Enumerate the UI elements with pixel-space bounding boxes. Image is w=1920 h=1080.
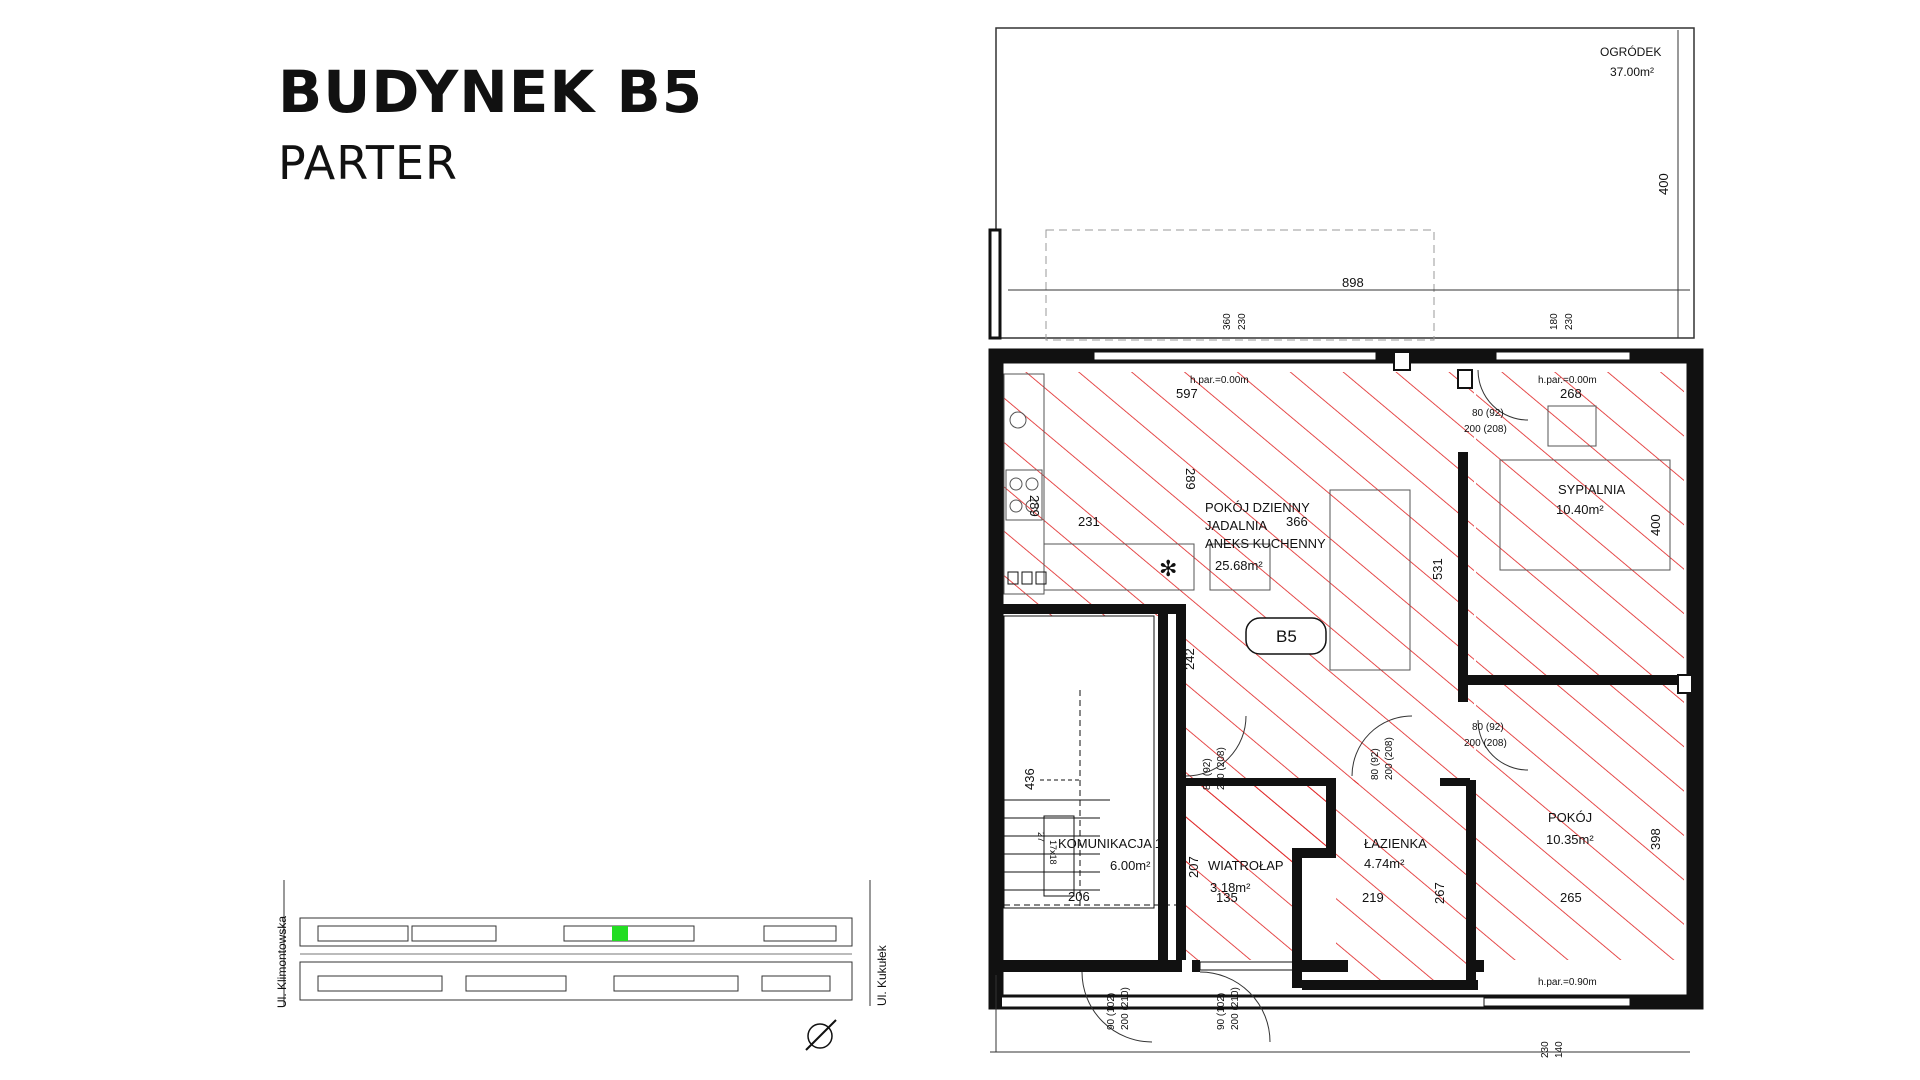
- garden-area: 37.00m²: [1610, 65, 1654, 79]
- dim-garden-depth: 400: [1656, 173, 1671, 195]
- bedroom-area: 10.40m²: [1556, 502, 1604, 517]
- dim-top-1: 360: [1222, 313, 1233, 330]
- door-4a: 80 (92): [1370, 748, 1381, 780]
- asterisk-icon: ✻: [1159, 556, 1177, 581]
- dim-531: 531: [1430, 558, 1445, 580]
- dim-436: 436: [1022, 768, 1037, 790]
- compass-icon: [807, 1023, 833, 1049]
- dim-135: 135: [1216, 890, 1238, 905]
- dimension-labels: 597 268 289 289 231 366 531 400 242 436 …: [1022, 386, 1663, 1058]
- stair-label-2: 27: [1036, 832, 1046, 842]
- dim-231: 231: [1078, 514, 1100, 529]
- bedroom-name: SYPIALNIA: [1558, 482, 1626, 497]
- dim-398: 398: [1648, 828, 1663, 850]
- building-highlight: [612, 926, 628, 941]
- vestibule-area: 3.18m²: [1210, 880, 1251, 895]
- wall-fills: [990, 350, 1702, 1008]
- ext-door-2b: 200 (210): [1230, 987, 1241, 1030]
- dim-267: 267: [1432, 882, 1447, 904]
- door-3a: 80 (92): [1202, 758, 1213, 790]
- living-area: 25.68m²: [1215, 558, 1263, 573]
- room-labels: POKÓJ DZIENNY JADALNIA ANEKS KUCHENNY 25…: [1058, 482, 1626, 895]
- dim-bot-2: 140: [1554, 1041, 1565, 1058]
- bathroom-name: ŁAZIENKA: [1364, 836, 1427, 851]
- ext-door-1a: 90 (102): [1106, 993, 1117, 1030]
- door-3b: 200 (208): [1216, 747, 1227, 790]
- street-left: Ul. Klimontowska: [275, 916, 289, 1008]
- room-name: POKÓJ: [1548, 810, 1592, 825]
- level-1: h.par.=0.00m: [1190, 375, 1249, 386]
- dim-400: 400: [1648, 514, 1663, 536]
- living-name-2: JADALNIA: [1205, 518, 1267, 533]
- ext-door-2a: 90 (102): [1216, 993, 1227, 1030]
- hatched-usable-area: [1004, 372, 1684, 990]
- dim-207: 207: [1186, 856, 1201, 878]
- dim-265: 265: [1560, 890, 1582, 905]
- garden-name: OGRÓDEK: [1600, 44, 1661, 59]
- garden: [988, 27, 1695, 341]
- room-area: 10.35m²: [1546, 832, 1594, 847]
- dim-206: 206: [1068, 889, 1090, 904]
- level-2: h.par.=0.00m: [1538, 375, 1597, 386]
- door-4b: 200 (208): [1384, 737, 1395, 780]
- unit-label-box: [1245, 617, 1327, 655]
- dim-garden-width: 898: [1342, 275, 1364, 290]
- stairs-area: 6.00m²: [1110, 858, 1151, 873]
- living-name-1: POKÓJ DZIENNY: [1205, 500, 1310, 515]
- dim-289a: 289: [1027, 495, 1042, 517]
- dim-597: 597: [1176, 386, 1198, 401]
- page-title: BUDYNEK B5: [278, 58, 704, 126]
- dim-366: 366: [1286, 514, 1308, 529]
- vestibule-name: WIATROŁAP: [1208, 858, 1284, 873]
- dim-242: 242: [1182, 648, 1197, 670]
- staircase: [1003, 615, 1186, 909]
- dim-top-3: 180: [1549, 313, 1560, 330]
- kitchen-fixtures: [1003, 373, 1671, 671]
- dim-289b: 289: [1183, 468, 1198, 490]
- door-specs: 80 (92) 200 (208) 80 (92) 200 (208) 80 (…: [1106, 408, 1507, 1030]
- bathroom-area: 4.74m²: [1364, 856, 1405, 871]
- door-swings: [1081, 369, 1529, 1043]
- door-1a: 80 (92): [1472, 408, 1504, 419]
- living-name-3: ANEKS KUCHENNY: [1205, 536, 1326, 551]
- door-1b: 200 (208): [1464, 424, 1507, 435]
- door-2a: 80 (92): [1472, 722, 1504, 733]
- dim-268: 268: [1560, 386, 1582, 401]
- dim-bot-1: 230: [1540, 1041, 1551, 1058]
- page-subtitle: PARTER: [278, 136, 459, 190]
- dim-219: 219: [1362, 890, 1384, 905]
- dim-top-2: 230: [1237, 313, 1248, 330]
- site-map: [283, 880, 871, 1051]
- unit-label: B5: [1276, 627, 1297, 646]
- interior-walls: [1002, 452, 1688, 990]
- stairs-name: KOMUNIKACJA 1: [1058, 836, 1162, 851]
- door-2b: 200 (208): [1464, 738, 1507, 749]
- dim-top-4: 230: [1564, 313, 1575, 330]
- stair-label-1: 17x18: [1048, 840, 1058, 865]
- street-right: Ul. Kukułek: [875, 944, 889, 1006]
- ext-door-1b: 200 (210): [1120, 987, 1131, 1030]
- level-3: h.par.=0.90m: [1538, 977, 1597, 988]
